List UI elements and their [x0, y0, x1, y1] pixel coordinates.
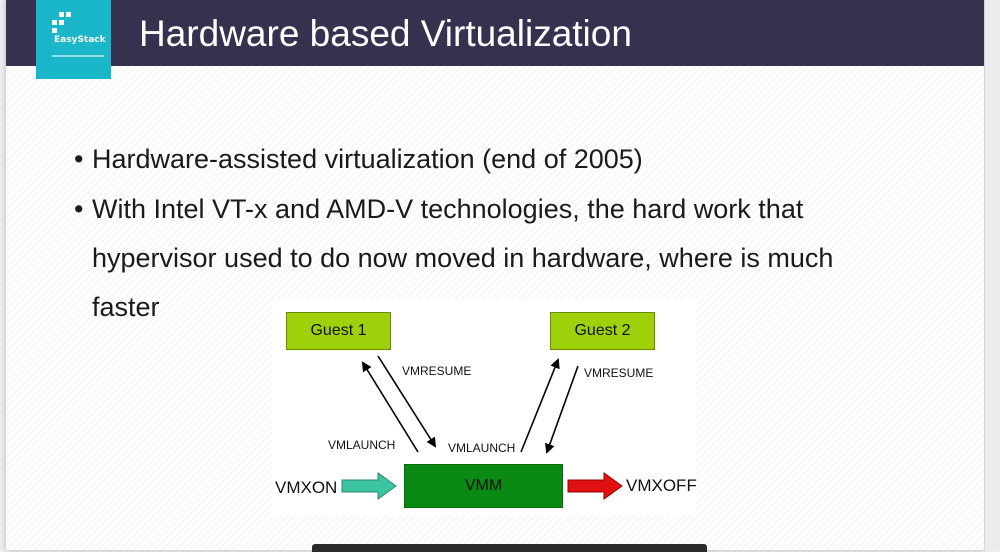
logo-mark-icon: [52, 12, 71, 33]
guest-1-box: Guest 1: [286, 312, 391, 350]
guest-2-box: Guest 2: [550, 312, 655, 350]
vmresume-left-arrow: [361, 361, 419, 453]
slide: EasyStack Hardware based Virtualization …: [6, 0, 984, 550]
bullet-dot: •: [74, 144, 84, 174]
bullet-item-2: • With Intel VT-x and AMD-V technologies,…: [74, 192, 803, 226]
vmxon-arrow: [341, 472, 397, 500]
vmlaunch-left-label: VMLAUNCH: [328, 438, 396, 452]
logo-tagline: [52, 55, 104, 57]
vmresume-right-label: VMRESUME: [584, 366, 654, 380]
vertical-scrollbar[interactable]: [984, 0, 1000, 550]
bullet-text: Hardware-assisted virtualization (end of…: [92, 144, 643, 174]
slide-title: Hardware based Virtualization: [139, 13, 632, 54]
slide-header: EasyStack Hardware based Virtualization: [6, 0, 984, 79]
easystack-logo: EasyStack: [36, 0, 111, 79]
vmresume-right-arrow: [545, 365, 579, 454]
logo-text: EasyStack: [54, 35, 106, 45]
vmlaunch-right-label: VMLAUNCH: [448, 441, 516, 455]
vmxon-label: VMXON: [275, 478, 338, 497]
vmlaunch-left-arrow: [377, 355, 437, 448]
bullet-item-1: • Hardware-assisted virtualization (end o…: [74, 142, 643, 176]
bullet-text: With Intel VT-x and AMD-V technologies, …: [92, 194, 804, 224]
presentation-toolbar[interactable]: [312, 544, 707, 552]
vmresume-left-label: VMRESUME: [402, 364, 472, 378]
vmm-box: VMM: [404, 464, 563, 508]
bullet-dot: •: [74, 194, 84, 224]
bullet-item-2-line-3: faster: [92, 292, 160, 322]
vmx-transition-diagram: Guest 1 Guest 2 VMM VMRESUME VMRESUME VM…: [272, 300, 697, 515]
diagram-arrows: [341, 355, 623, 500]
vmxoff-label: VMXOFF: [626, 476, 697, 495]
bullet-item-2-line-2: hypervisor used to do now moved in hardw…: [92, 243, 834, 273]
vmlaunch-right-arrow: [520, 358, 560, 453]
vmxoff-arrow: [567, 472, 623, 500]
